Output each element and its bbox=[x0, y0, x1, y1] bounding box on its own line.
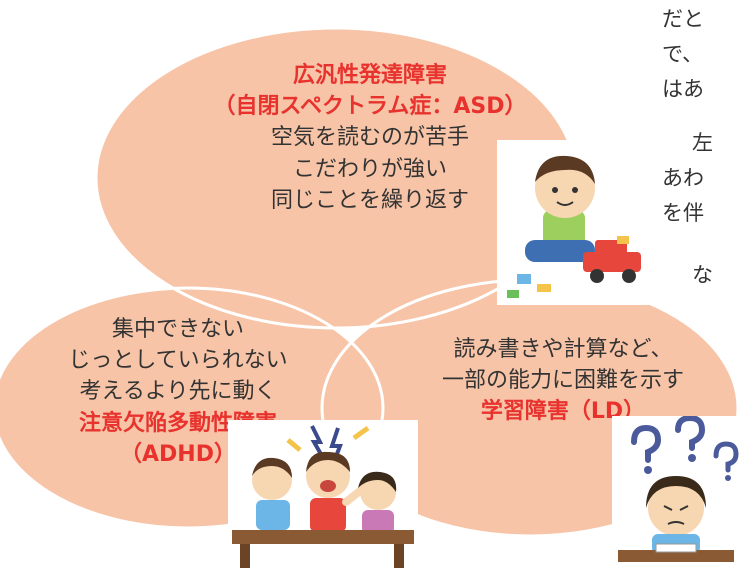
ld-trait-1: 読み書きや計算など、 bbox=[453, 337, 673, 362]
ld-trait-2: 一部の能力に困難を示す bbox=[441, 368, 684, 394]
asd-text-block: 広汎性発達障害 （自閉スペクトラム症：ASD） 空気を読むのが苦手 こだわりが強… bbox=[200, 60, 540, 216]
adhd-name-sub: （ADHD） bbox=[120, 441, 236, 467]
side-text-1: だと bbox=[662, 7, 704, 31]
adhd-text-block: 集中できない じっとしていられない 考えるより先に動く 注意欠陥多動性障害 （A… bbox=[28, 314, 328, 470]
asd-name-sub: （自閉スペクトラム症：ASD） bbox=[213, 94, 527, 120]
adhd-trait-1: 集中できない bbox=[111, 317, 244, 342]
adhd-ellipse-outline bbox=[0, 286, 385, 530]
side-text-3: はあ bbox=[662, 77, 704, 101]
child-playing-with-toy-car-blocks-icon bbox=[497, 140, 655, 305]
confused-child-studying-question-marks-icon bbox=[612, 414, 740, 572]
asd-ellipse bbox=[96, 28, 576, 328]
side-text-2: で、 bbox=[662, 42, 704, 66]
ld-text-block: 読み書きや計算など、 一部の能力に困難を示す 学習障害（LD） bbox=[398, 334, 728, 428]
side-text-5: あわ bbox=[662, 166, 704, 190]
side-text-4: 左 bbox=[692, 131, 713, 155]
asd-trait-2: こだわりが強い bbox=[292, 156, 447, 182]
asd-trait-3: 同じことを繰り返す bbox=[270, 187, 469, 213]
asd-trait-1: 空気を読むのが苦手 bbox=[270, 125, 469, 151]
side-text-6: を伴 bbox=[662, 201, 704, 225]
adhd-trait-2: じっとしていられない bbox=[68, 348, 288, 374]
hyperactive-child-in-classroom-icon bbox=[228, 420, 418, 570]
asd-name: 広汎性発達障害 bbox=[292, 63, 447, 88]
adhd-trait-3: 考えるより先に動く bbox=[79, 379, 277, 405]
side-text-7: な bbox=[692, 263, 713, 287]
